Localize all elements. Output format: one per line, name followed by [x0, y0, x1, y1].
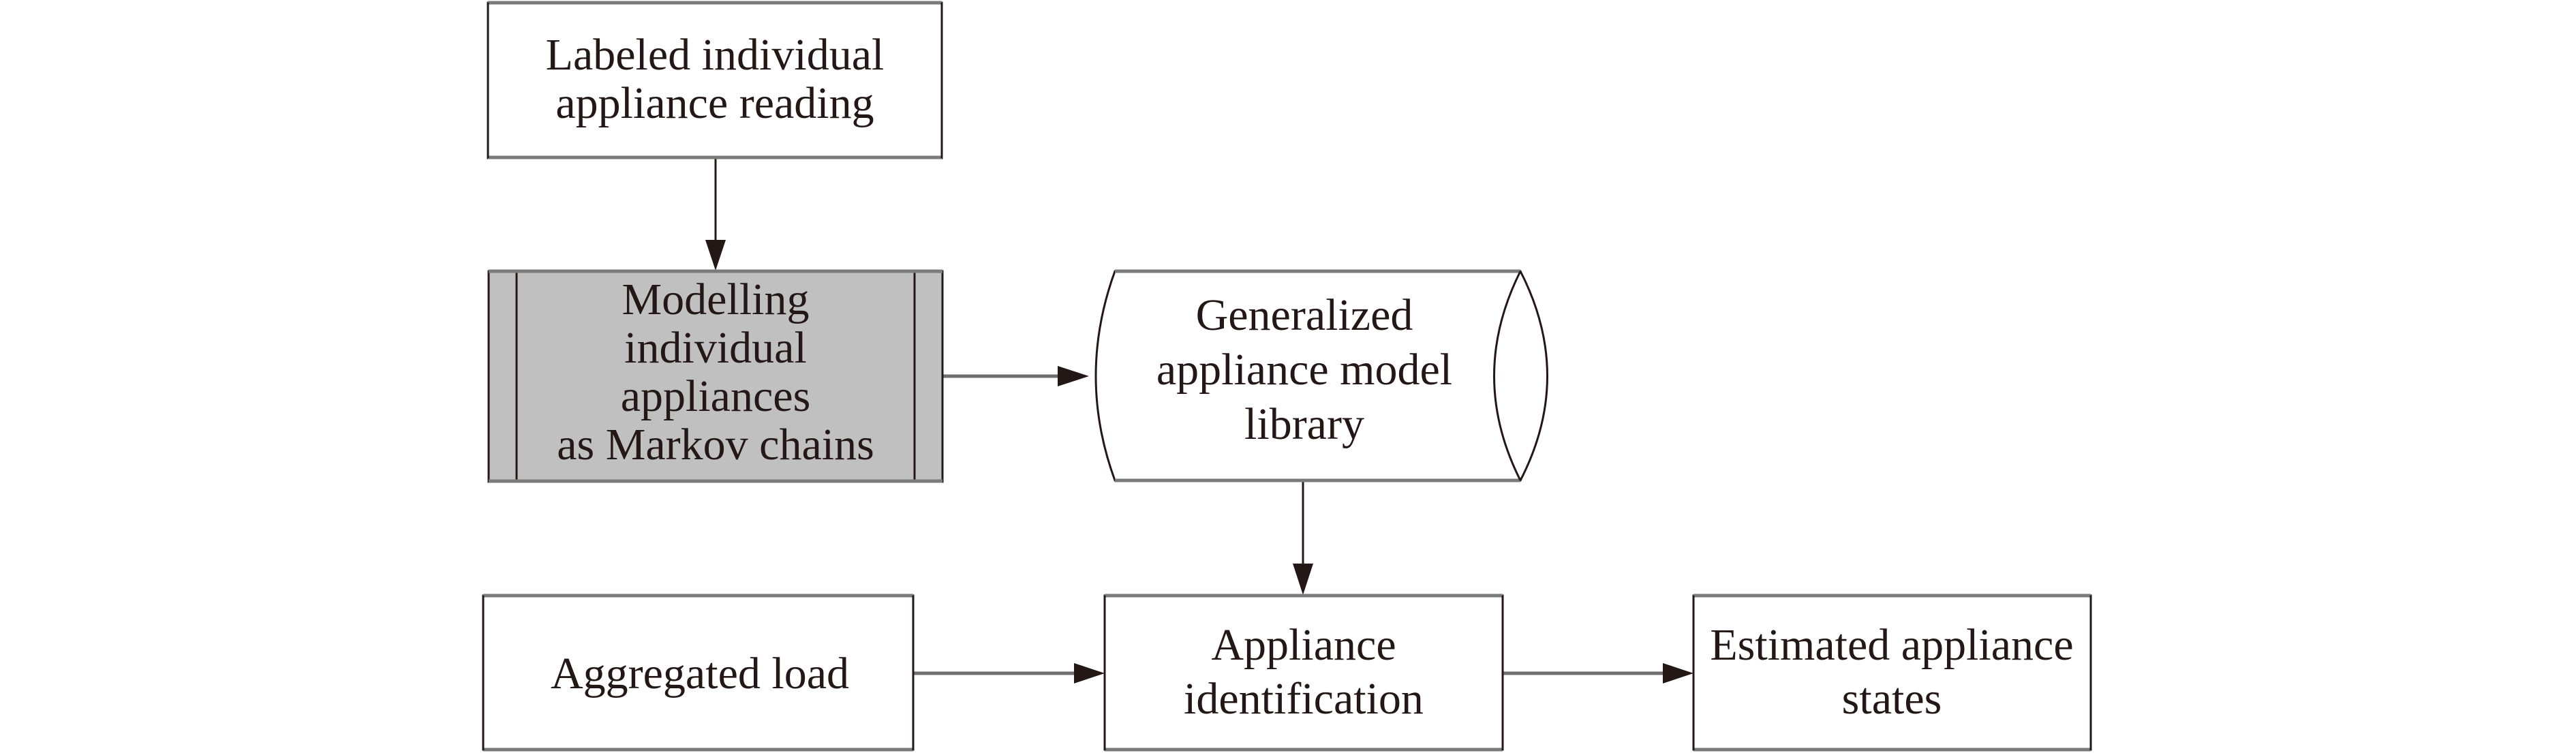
node-labeled-reading: Labeled individual appliance reading — [487, 1, 943, 159]
node-label-line: appliance reading — [555, 78, 874, 128]
node-label-line: Generalized — [1196, 290, 1413, 340]
edge-library-to-identification — [1293, 481, 1313, 595]
node-label-line: Labeled individual — [546, 30, 885, 80]
edge-identification-to-estimated — [1503, 663, 1693, 683]
edge-aggregated-to-identification — [914, 663, 1105, 683]
node-label-line: states — [1842, 674, 1942, 724]
node-label-line: Aggregated load — [551, 649, 849, 698]
node-label-line: appliances — [621, 371, 811, 421]
edge-labeled-to-modelling — [705, 158, 726, 271]
node-label-line: Modelling — [622, 275, 810, 324]
arrowhead-right-icon — [1074, 663, 1105, 683]
arrowhead-right-icon — [1058, 366, 1089, 386]
node-label-line: library — [1244, 399, 1364, 449]
node-model-library: Generalized appliance model library — [1094, 269, 1548, 482]
node-label-line: Estimated appliance — [1710, 620, 2073, 670]
node-aggregated-load: Aggregated load — [482, 594, 915, 752]
node-label-line: individual — [624, 323, 807, 373]
node-label-line: identification — [1184, 674, 1424, 724]
node-appliance-identification: Appliance identification — [1103, 594, 1504, 752]
edge-modelling-to-library — [943, 366, 1089, 386]
node-estimated-states: Estimated appliance states — [1692, 594, 2092, 752]
node-label-line: as Markov chains — [557, 420, 874, 470]
arrowhead-right-icon — [1663, 663, 1693, 683]
node-modelling: Modelling individual appliances as Marko… — [487, 269, 944, 483]
node-label-line: appliance model — [1156, 345, 1452, 395]
arrowhead-down-icon — [705, 240, 726, 271]
node-label-line: Appliance — [1211, 620, 1396, 670]
arrowhead-down-icon — [1293, 564, 1313, 595]
